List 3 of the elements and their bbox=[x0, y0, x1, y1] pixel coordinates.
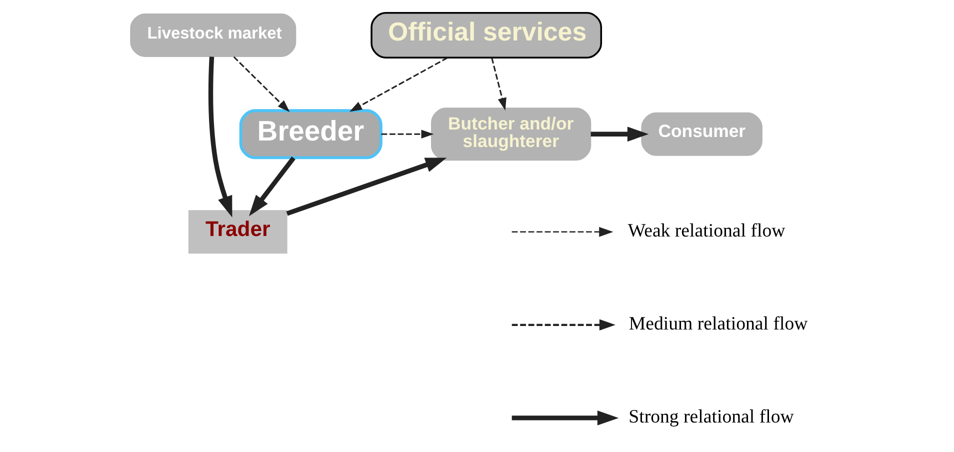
legend-label: Medium relational flow bbox=[628, 313, 808, 334]
legend-label: Strong relational flow bbox=[628, 406, 794, 428]
legend-label: Weak relational flow bbox=[627, 220, 785, 242]
